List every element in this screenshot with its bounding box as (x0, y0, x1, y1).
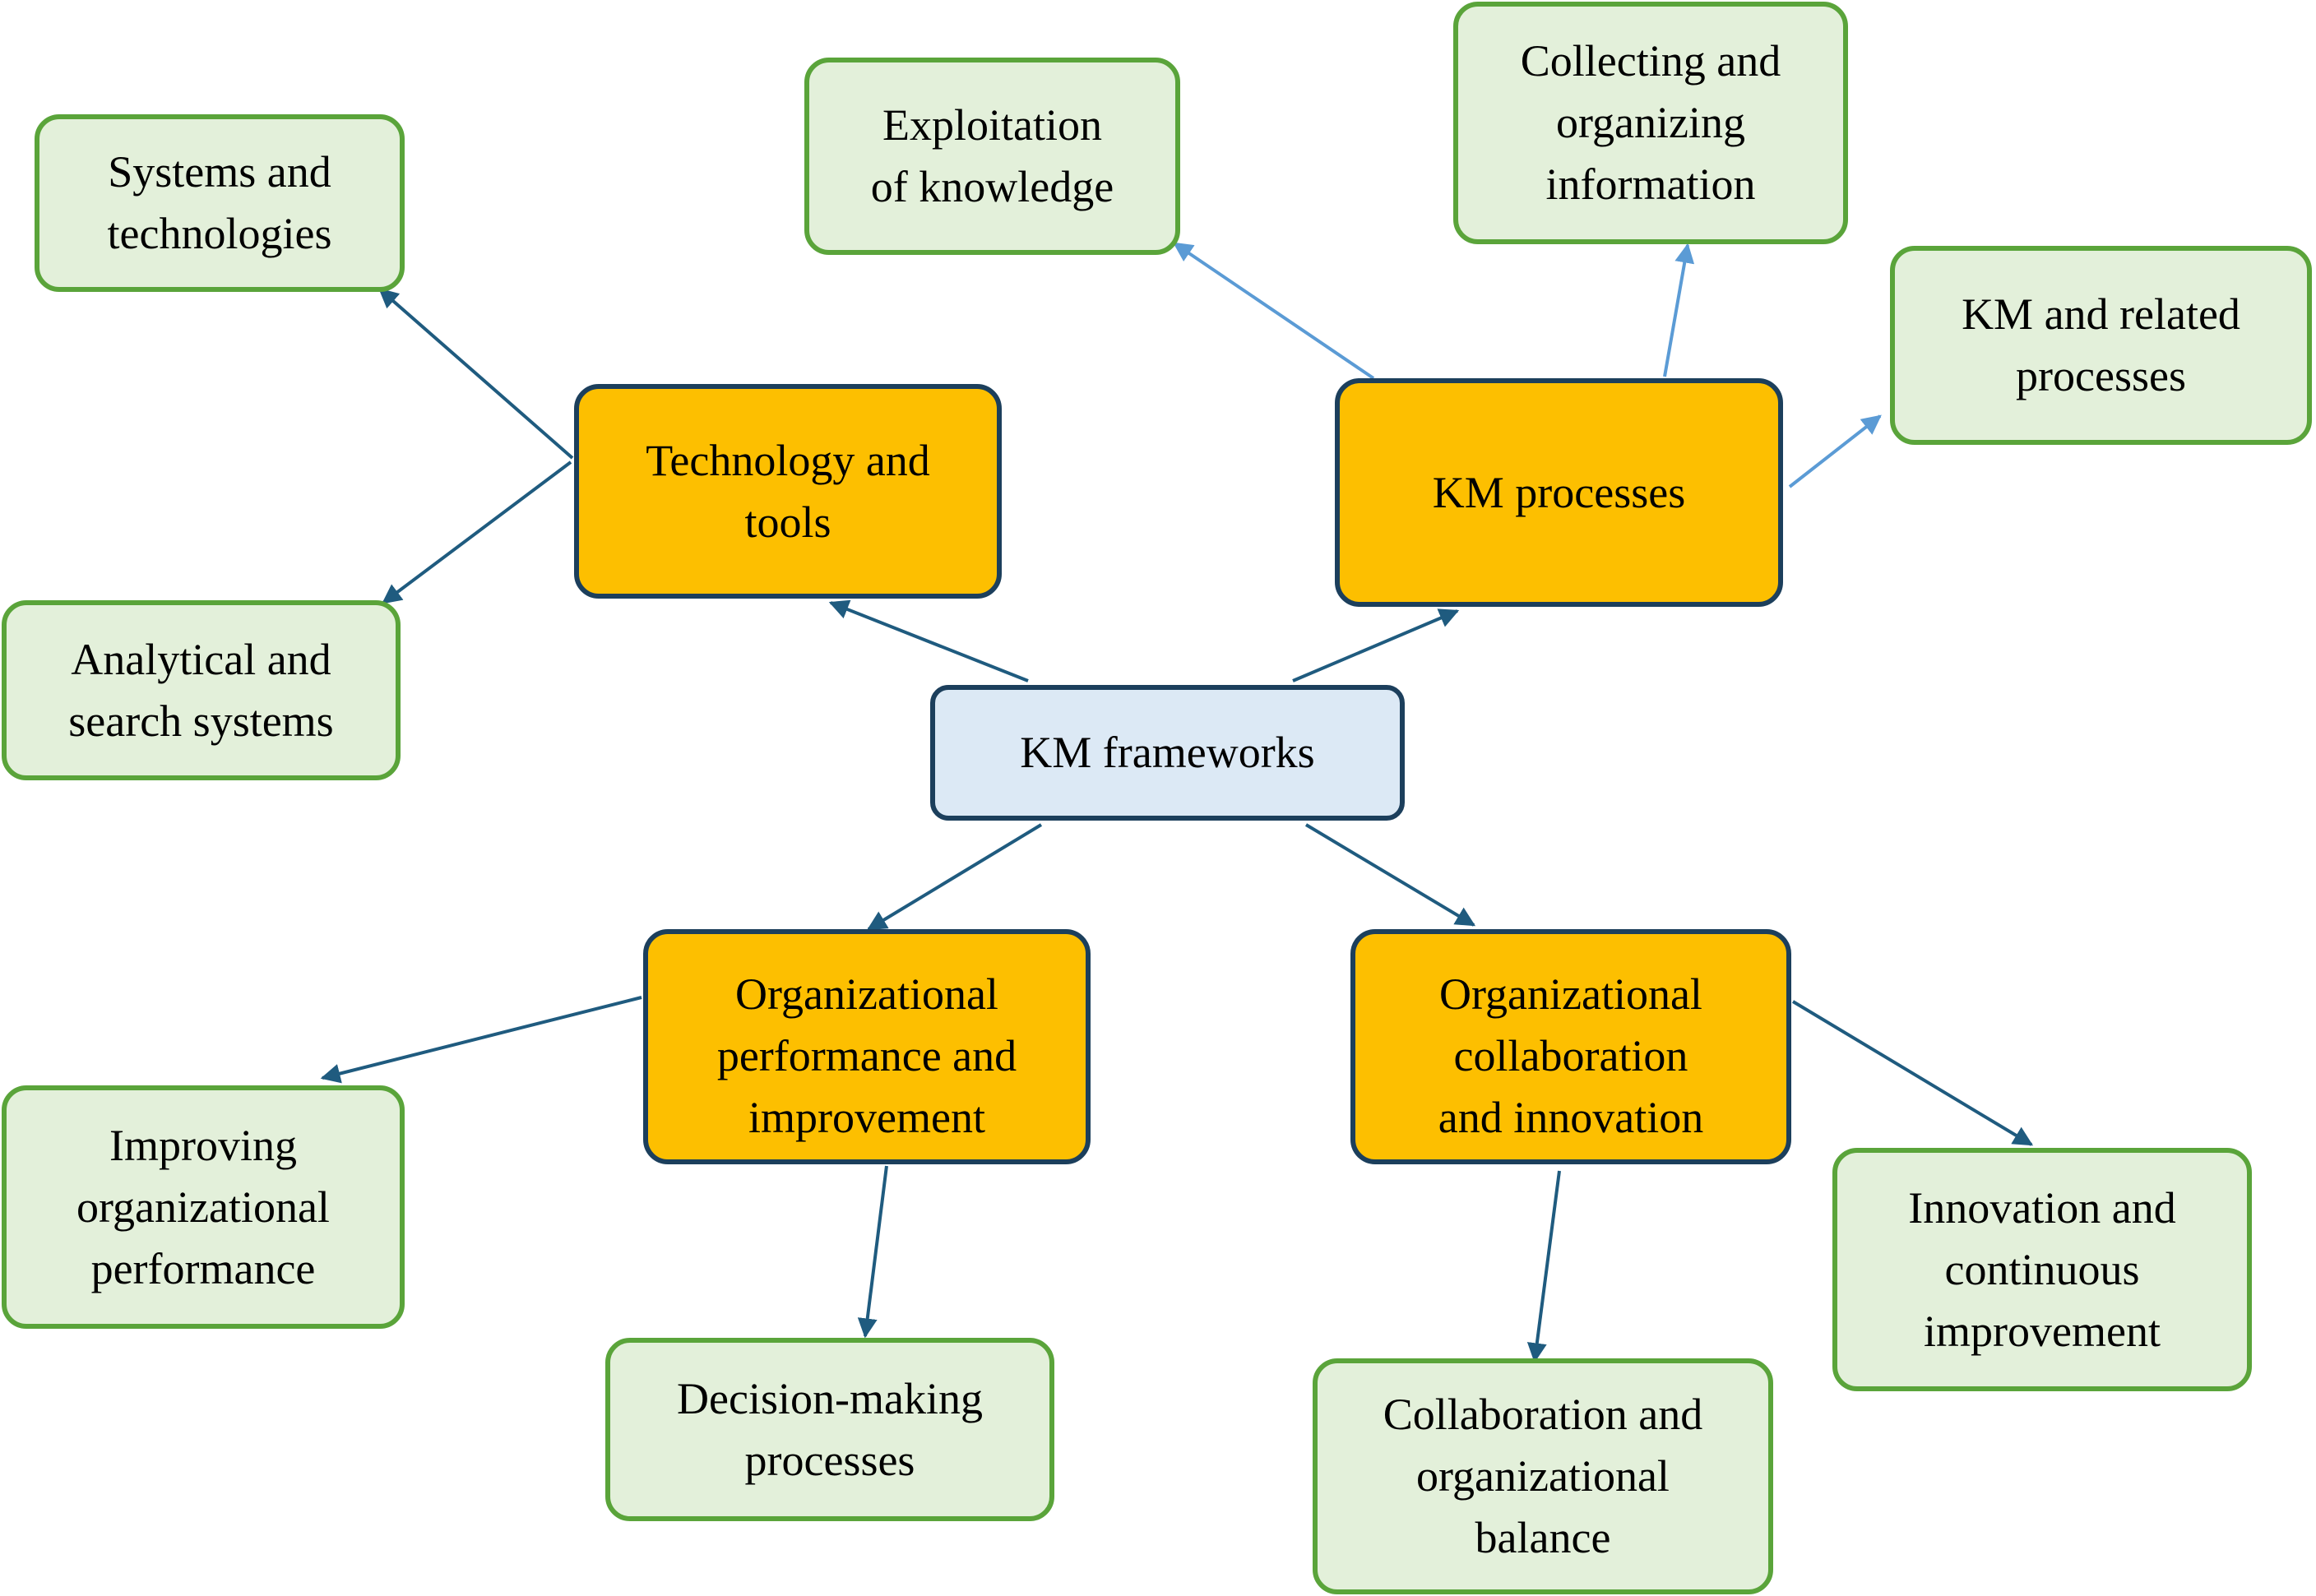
leaf-node-km-and-related-processes: KM and related processes (1890, 246, 2312, 445)
arrow-technology-to-systems (378, 288, 574, 460)
leaf-node-analytical-and-search-systems: Analytical and search systems (2, 600, 401, 780)
arrow-processes-to-collecting (1663, 243, 1695, 377)
leaf-node-improving-organizational-performance: Improving organizational performance (2, 1085, 405, 1329)
center-node-km-frameworks: KM frameworks (930, 685, 1405, 821)
branch-node-technology-and-tools: Technology and tools (574, 384, 1002, 599)
branch-node-km-processes: KM processes (1335, 378, 1783, 607)
leaf-node-innovation-and-continuous-improvement: Innovation and continuous improvement (1832, 1148, 2252, 1391)
branch-node-organizational-performance: Organizational performance and improveme… (643, 929, 1091, 1164)
arrow-performance-to-decision (857, 1165, 888, 1339)
branch-node-organizational-collaboration: Organizational collaboration and innovat… (1350, 929, 1791, 1164)
arrow-center-to-performance (866, 823, 1043, 931)
arrow-technology-to-analytical (382, 460, 572, 604)
arrow-center-to-collaboration (1304, 823, 1476, 927)
leaf-node-exploitation-of-knowledge: Exploitation of knowledge (804, 58, 1180, 255)
arrow-collaboration-to-balance (1526, 1170, 1561, 1363)
arrow-processes-to-exploitation (1173, 242, 1375, 380)
leaf-node-decision-making-processes: Decision-making processes (605, 1338, 1054, 1521)
arrow-center-to-processes (1292, 608, 1460, 682)
leaf-node-collecting-and-organizing: Collecting and organizing information (1453, 2, 1848, 244)
leaf-node-systems-and-technologies: Systems and technologies (35, 114, 405, 292)
arrow-performance-to-improving (320, 996, 642, 1084)
arrow-center-to-technology (828, 599, 1029, 682)
leaf-node-collaboration-and-balance: Collaboration and organizational balance (1313, 1358, 1773, 1594)
arrow-collaboration-to-innovation (1791, 1000, 2034, 1146)
arrow-processes-to-related (1788, 414, 1882, 488)
